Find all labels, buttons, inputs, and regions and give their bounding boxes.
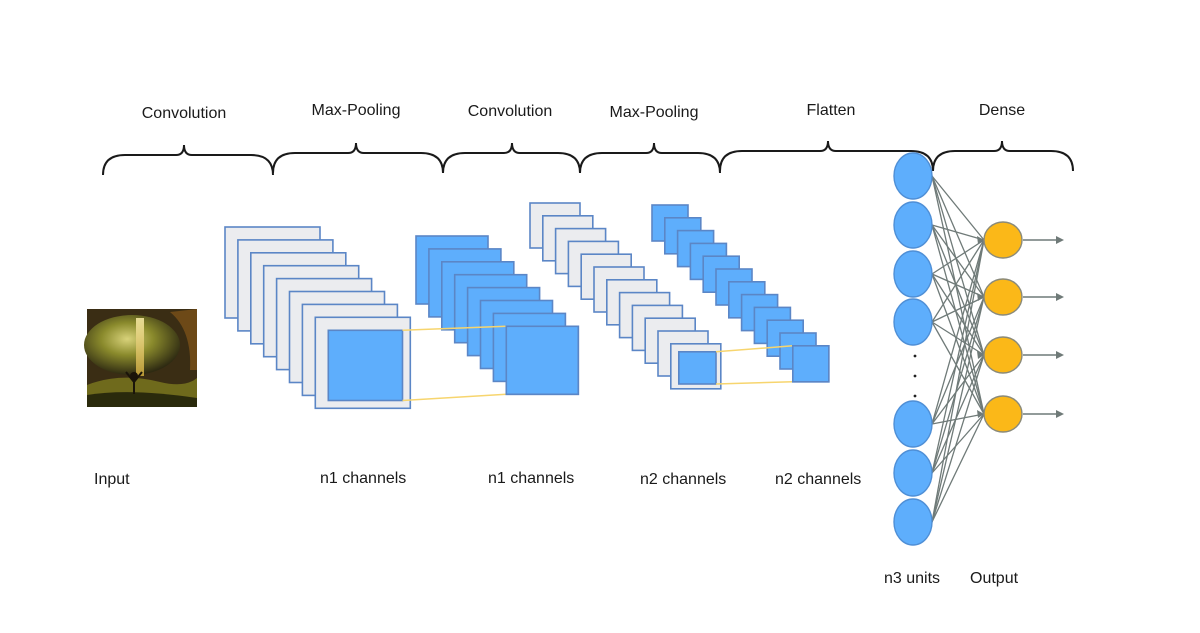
arrow-head-icon xyxy=(1056,236,1064,244)
stage-label-convolution-1: Convolution xyxy=(142,105,227,122)
dense-edge xyxy=(931,239,985,275)
dense-edge xyxy=(931,175,985,241)
dense-node xyxy=(893,298,933,346)
dense-edge xyxy=(931,354,985,474)
dense-edge xyxy=(931,239,985,425)
dense-edge xyxy=(931,239,985,523)
dense-edge xyxy=(931,273,985,356)
bottom-labels: Input n1 channels n1 channels n2 channel… xyxy=(94,470,1019,587)
ellipsis-dot xyxy=(913,394,917,398)
label-dense-units: n3 units xyxy=(884,570,940,587)
dense-edge xyxy=(931,296,985,425)
label-input: Input xyxy=(94,471,130,488)
dense-edge xyxy=(931,413,985,523)
connector-line xyxy=(715,345,793,353)
feature-map-stacks xyxy=(224,202,830,410)
output-layer-nodes xyxy=(983,221,1023,433)
feature-map xyxy=(505,325,580,396)
dense-edge xyxy=(931,273,985,415)
output-node xyxy=(983,221,1023,259)
dense-node xyxy=(893,498,933,546)
dense-edge xyxy=(931,321,985,356)
arrow-head-icon xyxy=(977,236,984,244)
output-node xyxy=(983,278,1023,316)
pooling-window xyxy=(327,329,404,402)
ellipsis-dot xyxy=(913,374,917,378)
feature-map-stack-conv2 xyxy=(529,202,722,390)
stage-braces xyxy=(102,140,1074,176)
stage-label-maxpooling-2: Max-Pooling xyxy=(610,104,699,121)
pooling-window xyxy=(677,350,717,385)
label-pool1-channels: n1 channels xyxy=(488,470,574,487)
dense-edge xyxy=(931,354,985,425)
label-pool2-channels: n2 channels xyxy=(775,471,861,488)
connector-line xyxy=(402,325,507,332)
feature-map-stack-pool2 xyxy=(651,204,830,383)
dense-edge xyxy=(931,321,985,415)
output-node xyxy=(983,395,1023,433)
label-output: Output xyxy=(970,570,1019,587)
output-node xyxy=(983,336,1023,374)
dense-node xyxy=(893,201,933,249)
arrow-head-icon xyxy=(1056,351,1064,359)
person-silhouette-icon xyxy=(125,371,143,394)
stage-labels: Convolution Max-Pooling Convolution Max-… xyxy=(142,102,1025,122)
stage-label-maxpooling-1: Max-Pooling xyxy=(312,102,401,119)
dense-edge xyxy=(931,224,985,241)
label-conv2-channels: n2 channels xyxy=(640,471,726,488)
dense-edge xyxy=(931,413,985,425)
connector-line xyxy=(402,393,507,402)
connector-line xyxy=(715,381,793,385)
dense-edge xyxy=(931,239,985,323)
arrow-head-icon xyxy=(977,351,984,359)
stage-label-flatten: Flatten xyxy=(807,102,856,119)
curly-brace xyxy=(442,142,581,174)
output-arrows xyxy=(977,236,1064,418)
dense-layer-nodes xyxy=(893,152,933,546)
feature-map xyxy=(791,344,830,383)
stage-label-convolution-2: Convolution xyxy=(468,103,553,120)
dense-edge xyxy=(931,239,985,474)
arrow-head-icon xyxy=(977,410,984,418)
input-image xyxy=(84,309,197,407)
dense-edge xyxy=(931,296,985,474)
curly-brace xyxy=(579,142,721,174)
dense-edge xyxy=(931,354,985,523)
dense-node xyxy=(893,400,933,448)
dense-node xyxy=(893,152,933,200)
label-conv1-channels: n1 channels xyxy=(320,470,406,487)
curly-brace xyxy=(932,140,1074,172)
curly-brace xyxy=(719,140,934,172)
ellipsis-dot xyxy=(913,354,917,358)
dense-node xyxy=(893,449,933,497)
curly-brace xyxy=(102,144,274,176)
dense-edge xyxy=(931,273,985,298)
dense-node xyxy=(893,250,933,298)
dense-ellipsis xyxy=(913,354,917,398)
feature-map-stack-conv1 xyxy=(224,226,412,410)
arrow-head-icon xyxy=(1056,293,1064,301)
dense-edge xyxy=(931,296,985,323)
dense-connections xyxy=(931,175,985,523)
arrow-head-icon xyxy=(1056,410,1064,418)
curly-brace xyxy=(272,142,444,174)
arrow-head-icon xyxy=(977,293,984,301)
dense-edge xyxy=(931,296,985,523)
stage-label-dense: Dense xyxy=(979,102,1025,119)
dense-edge xyxy=(931,413,985,474)
